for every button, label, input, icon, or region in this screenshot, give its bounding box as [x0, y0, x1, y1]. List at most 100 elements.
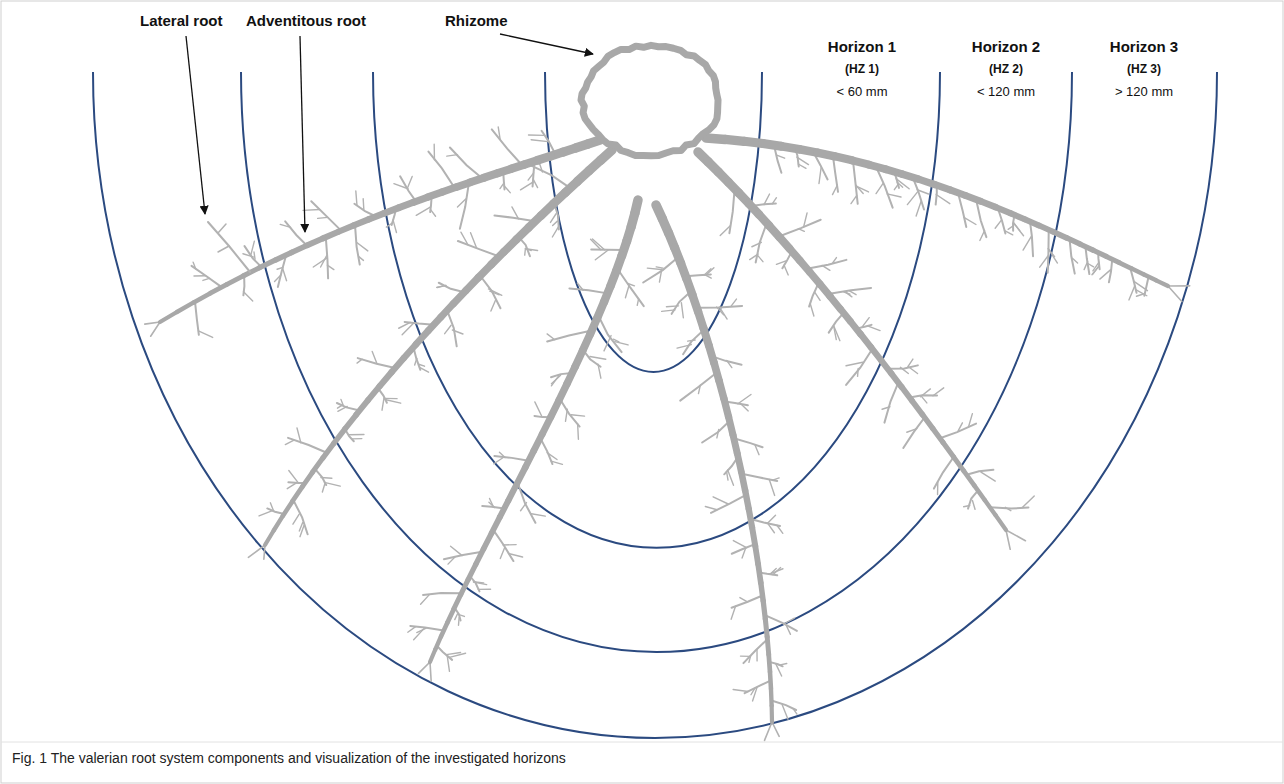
adventitious-root — [334, 429, 345, 443]
lateral-root — [550, 214, 556, 223]
lateral-root — [430, 662, 431, 681]
lateral-root — [193, 262, 196, 269]
lateral-root — [822, 265, 830, 270]
lateral-root — [494, 215, 535, 221]
lateral-root — [740, 655, 750, 657]
lateral-root — [327, 265, 334, 269]
lateral-root — [1092, 266, 1099, 275]
lateral-root — [643, 257, 678, 282]
lateral-root — [777, 155, 785, 158]
lateral-root — [887, 194, 901, 197]
lateral-root — [285, 221, 307, 245]
lateral-root — [565, 409, 567, 421]
lateral-root — [248, 545, 265, 557]
adventitious-root — [767, 637, 769, 655]
adventitious-root — [274, 516, 283, 531]
lateral-root — [318, 217, 328, 219]
lateral-root — [755, 445, 759, 455]
lateral-root — [439, 283, 465, 292]
lateral-root — [419, 364, 425, 366]
lateral-root — [393, 220, 396, 233]
lateral-root — [868, 326, 881, 331]
lateral-root — [797, 157, 809, 164]
lateral-root — [773, 478, 780, 480]
lateral-root — [776, 261, 786, 265]
lateral-root — [772, 198, 776, 204]
lateral-root — [503, 544, 516, 546]
lateral-root — [416, 207, 430, 215]
lateral-root — [571, 415, 584, 416]
lateral-root — [793, 709, 797, 714]
lateral-root — [352, 438, 362, 440]
lateral-root — [293, 500, 307, 534]
lateral-root — [560, 399, 580, 427]
lateral-root — [742, 474, 778, 481]
lateral-root — [480, 276, 500, 309]
lateral-root — [705, 506, 717, 509]
lateral-root — [264, 545, 265, 559]
leader-arrow — [186, 36, 205, 214]
lateral-root — [445, 325, 451, 333]
lateral-root — [704, 269, 711, 275]
lateral-root — [907, 429, 917, 433]
lateral-root — [784, 265, 788, 275]
lateral-root — [995, 220, 1001, 228]
lateral-root — [857, 368, 859, 376]
lateral-root — [521, 503, 527, 511]
lateral-root — [717, 307, 724, 315]
lateral-root — [394, 184, 408, 189]
adventitious-root — [974, 486, 985, 501]
lateral-root — [551, 461, 562, 464]
lateral-root — [577, 424, 579, 440]
lateral-root — [407, 177, 412, 189]
lateral-root — [677, 345, 691, 349]
lateral-root — [531, 166, 570, 189]
lateral-root — [1168, 285, 1190, 287]
lateral-root — [833, 258, 837, 263]
lateral-root — [474, 582, 487, 585]
lateral-root — [908, 359, 913, 366]
lateral-root — [656, 267, 663, 268]
lateral-root — [777, 525, 783, 533]
adventitious-root — [227, 276, 243, 284]
lateral-root — [524, 248, 526, 255]
lateral-root — [828, 288, 871, 294]
lateral-root — [287, 483, 297, 489]
lateral-root — [719, 307, 727, 319]
lateral-root — [698, 385, 700, 393]
lateral-root — [569, 288, 607, 293]
lateral-root — [259, 510, 273, 516]
lateral-root — [615, 342, 628, 345]
lateral-root — [420, 367, 429, 372]
lateral-root — [834, 326, 840, 341]
lateral-root — [509, 554, 523, 558]
lateral-root — [455, 614, 458, 620]
lateral-root — [779, 664, 787, 666]
adventitious-root — [770, 706, 775, 722]
lateral-root — [490, 291, 499, 295]
lateral-root — [876, 184, 883, 194]
adventitious-root — [985, 500, 996, 515]
horizon-code: (HZ 1) — [845, 62, 879, 76]
lateral-root — [428, 152, 454, 188]
horizon-label: Horizon 2 — [972, 38, 1040, 56]
lateral-root — [733, 541, 746, 548]
lateral-root — [972, 501, 975, 510]
horizon-depth: < 120 mm — [977, 84, 1035, 100]
lateral-root — [742, 548, 746, 558]
lateral-root — [399, 322, 411, 328]
lateral-root — [1129, 286, 1135, 300]
lateral-root — [553, 221, 558, 225]
adventitious-root — [283, 501, 293, 516]
lateral-root — [733, 690, 748, 692]
figure-caption: Fig. 1 The valerian root system componen… — [12, 750, 566, 766]
lateral-root — [357, 243, 368, 251]
adventitious-root — [160, 312, 177, 322]
lateral-root — [964, 506, 970, 507]
lateral-root — [283, 268, 287, 280]
lateral-root — [385, 400, 401, 404]
lateral-root — [727, 471, 728, 480]
